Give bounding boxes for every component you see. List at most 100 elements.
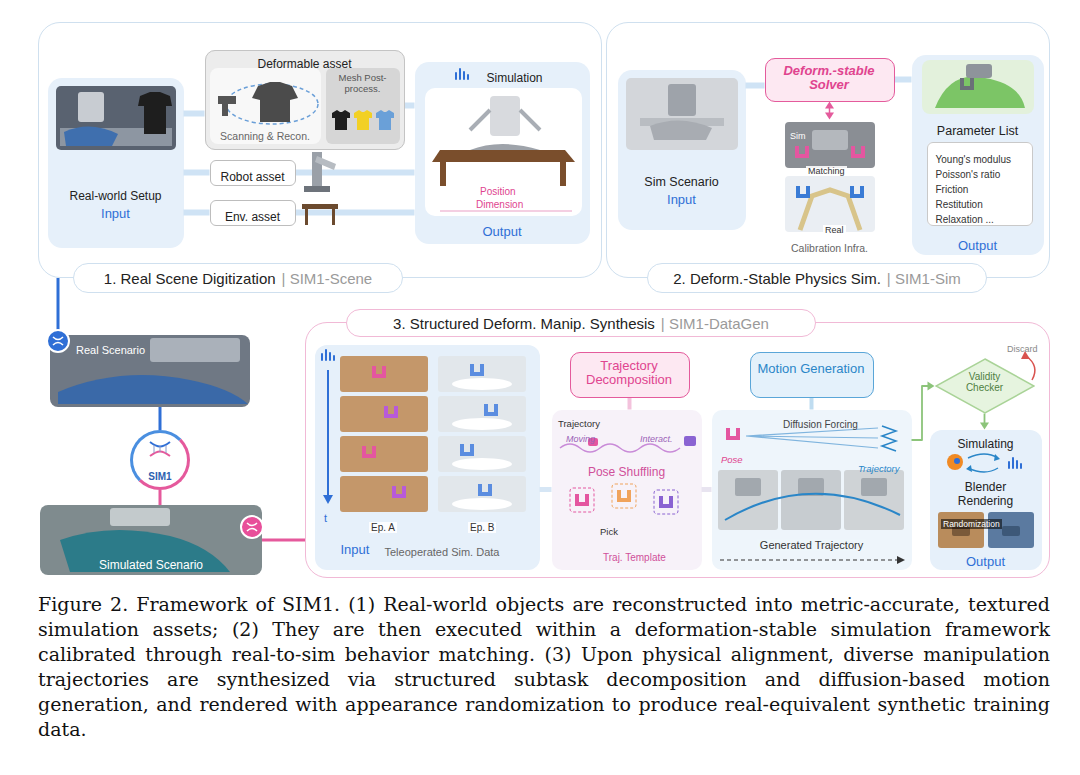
illustration-shape bbox=[795, 146, 809, 158]
panel: 1. Real Scene Digitization| SIM1-SceneRe… bbox=[38, 22, 602, 278]
callout-label: Matching bbox=[806, 166, 847, 176]
callout-label: Position bbox=[478, 186, 518, 197]
output-picture bbox=[938, 454, 1034, 548]
connector bbox=[184, 172, 210, 173]
illustration-shape bbox=[785, 176, 875, 232]
illustration-shape bbox=[490, 96, 520, 136]
connector bbox=[746, 85, 765, 86]
illustration-shape bbox=[960, 78, 974, 90]
arrow-head bbox=[928, 382, 935, 391]
input-box: Sim ScenarioInput bbox=[618, 70, 746, 230]
node-text: Teleoperated Sim. Data bbox=[385, 546, 500, 558]
illustration-shape bbox=[1009, 458, 1021, 468]
illustration-shape bbox=[947, 454, 963, 470]
text-slot: Real Scenario bbox=[76, 340, 246, 358]
illustration-shape bbox=[1026, 356, 1035, 380]
asset-box: Env. asset bbox=[210, 200, 296, 226]
illustration-shape bbox=[560, 444, 680, 452]
panel-subtitle: | SIM1-Sim bbox=[887, 270, 961, 287]
table-picture bbox=[302, 204, 338, 225]
node-text: Poisson's ratio bbox=[936, 169, 1001, 180]
output-box: SimulatingBlender RenderingOutput bbox=[930, 430, 1042, 570]
text-slot: Trajectory Decomposition bbox=[573, 359, 686, 389]
text-slot: Deform.-stable Solver bbox=[768, 64, 891, 94]
node-text: Blender Rendering bbox=[946, 480, 1026, 509]
node-text: Simulating bbox=[957, 437, 1013, 451]
illustration-shape bbox=[322, 350, 334, 360]
connector-line bbox=[746, 83, 765, 89]
arrow-head bbox=[980, 423, 989, 430]
panel: 2. Deform.-Stable Physics Sim.| SIM1-Sim… bbox=[606, 22, 1050, 278]
illustration-shape bbox=[968, 468, 998, 472]
illustration-shape bbox=[654, 490, 678, 514]
asset-box: Robot asset bbox=[210, 160, 296, 186]
label-slot: Matching bbox=[806, 160, 847, 178]
illustration-shape bbox=[484, 404, 498, 416]
connector bbox=[825, 102, 834, 120]
illustration-shape bbox=[438, 476, 526, 512]
text-slot: Poisson's ratio bbox=[936, 164, 1032, 182]
scanning-picture bbox=[218, 82, 318, 124]
text-slot: Restitution bbox=[936, 194, 1032, 212]
illustration-shape bbox=[376, 110, 394, 130]
illustration-shape bbox=[452, 498, 512, 510]
parameter-picture bbox=[922, 60, 1034, 114]
node-text: Deformable asset bbox=[257, 57, 351, 71]
illustration-shape bbox=[78, 92, 104, 122]
illustration-shape bbox=[110, 508, 170, 526]
label-slot: Real bbox=[823, 219, 846, 237]
connector bbox=[702, 489, 712, 490]
panel-title: 2. Deform.-Stable Physics Sim. bbox=[673, 270, 881, 287]
node-text: SIM1 bbox=[148, 471, 171, 482]
illustration-shape bbox=[935, 77, 1025, 108]
text-slot: Teleoperated Sim. Data bbox=[385, 542, 537, 560]
figure-caption: Figure 2. Framework of SIM1. (1) Real-wo… bbox=[38, 592, 1050, 742]
title-pill: 2. Deform.-Stable Physics Sim. | SIM1-Sim bbox=[647, 263, 987, 293]
callout-label: Pick bbox=[600, 526, 618, 537]
text-slot: Input bbox=[48, 204, 184, 222]
generation-picture bbox=[718, 426, 905, 564]
process-box: Deform.-stable Solver bbox=[765, 58, 895, 102]
connector-line bbox=[184, 210, 210, 216]
illustration-shape bbox=[452, 378, 512, 390]
illustration-shape bbox=[438, 356, 526, 392]
node-text: Simulation bbox=[486, 71, 542, 85]
text-slot: Calibration Infra. bbox=[770, 238, 890, 256]
illustration-shape bbox=[247, 523, 257, 531]
illustration-shape bbox=[438, 396, 526, 432]
connector bbox=[912, 382, 935, 441]
illustration-shape bbox=[897, 556, 905, 564]
connector-line bbox=[895, 77, 912, 83]
parameter-list: Young's modulusPoisson's ratioFrictionRe… bbox=[927, 142, 1033, 226]
text-slot: Simulation bbox=[445, 68, 585, 86]
illustration-shape bbox=[302, 204, 338, 209]
illustration-shape bbox=[440, 162, 446, 186]
text-slot: Validity Checker bbox=[955, 371, 1015, 396]
illustration-shape bbox=[954, 458, 960, 464]
label-slot: Trajectory bbox=[858, 458, 900, 476]
connector bbox=[811, 398, 812, 410]
panel-title: 3. Structured Deform. Manip. Synthesis bbox=[393, 315, 655, 332]
node-text: Real Scenario bbox=[76, 344, 145, 356]
label-slot: t bbox=[324, 508, 327, 526]
illustration-shape bbox=[340, 476, 428, 512]
label-slot: Pose bbox=[721, 449, 743, 467]
illustration-shape bbox=[938, 512, 984, 548]
output-box: Parameter ListOutputYoung's modulusPoiss… bbox=[912, 55, 1044, 255]
illustration-shape bbox=[844, 470, 904, 530]
decision-diamond: Validity Checker bbox=[935, 358, 1035, 414]
text-slot: Simulating bbox=[930, 434, 1042, 452]
teleoperated-frames bbox=[322, 350, 526, 512]
illustration-shape bbox=[478, 484, 492, 496]
illustration-shape bbox=[850, 186, 864, 198]
node-text: Validity Checker bbox=[955, 371, 1015, 394]
connector bbox=[405, 105, 415, 106]
process-box: Scanning & Recon. bbox=[210, 68, 321, 144]
illustration-shape bbox=[323, 495, 333, 504]
node-text: Friction bbox=[936, 184, 969, 195]
node-text: Input bbox=[101, 206, 130, 221]
node-text: Calibration Infra. bbox=[791, 242, 868, 254]
connector-line bbox=[57, 278, 60, 335]
label-slot: Randomization bbox=[941, 513, 1002, 531]
